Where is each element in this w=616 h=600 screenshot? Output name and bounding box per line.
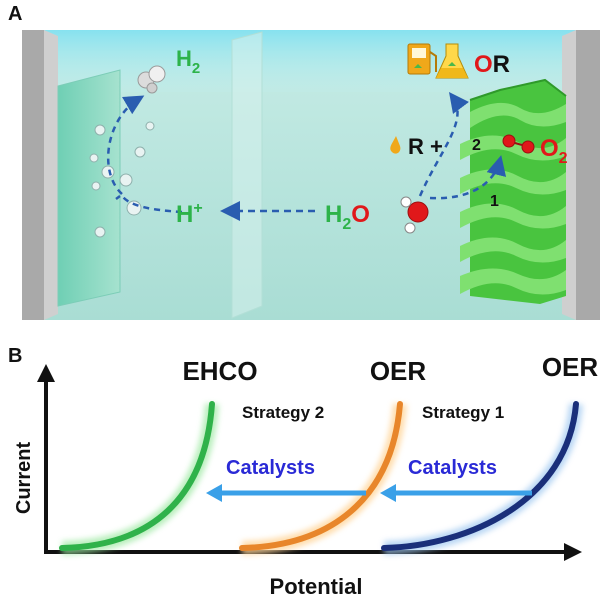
- fuel-pump-icon: [407, 43, 437, 75]
- cathode-plate: [57, 69, 121, 307]
- strategy-2-label: Strategy 2: [242, 403, 324, 422]
- y-axis-arrowhead: [37, 364, 55, 382]
- anode-foam: [460, 78, 567, 304]
- membrane: [231, 31, 263, 319]
- electrolyzer-tank: [30, 30, 586, 320]
- ehco-curve: [59, 401, 215, 551]
- strategy-1-arrowhead: [380, 484, 396, 502]
- h2-molecule: [137, 65, 166, 94]
- strategy-1-number: 1: [490, 193, 499, 210]
- oer-baseline-curve: [381, 401, 579, 551]
- catalysts-label-right: Catalysts: [408, 457, 497, 479]
- strategy-2-number: 2: [472, 137, 481, 154]
- ehco-curve-label: EHCO: [182, 356, 257, 386]
- y-axis-title: Current: [13, 442, 35, 515]
- panel-b-label: B: [8, 345, 22, 367]
- water-molecule: [400, 196, 429, 234]
- oer-catalyzed-curve: [239, 401, 403, 551]
- o2-molecule: [502, 134, 535, 154]
- oer-catalyzed-label: OER: [370, 356, 427, 386]
- tank-liquid-surface: [30, 30, 586, 92]
- oer-baseline-label: OER: [542, 352, 599, 382]
- panel-a-label: A: [8, 3, 22, 25]
- left-wall: [22, 30, 44, 320]
- right-wall: [576, 30, 600, 320]
- strategy-2-arrow: [418, 91, 469, 197]
- strategy-2-arrowhead: [206, 484, 222, 502]
- panel-a: A H2 H+ H2O R + O2 OR 2 1: [8, 3, 600, 320]
- reactant-label: R +: [408, 134, 443, 159]
- strategy-1-arrow: [429, 155, 507, 200]
- o2-label: O2: [540, 135, 568, 167]
- catalysts-label-left: Catalysts: [226, 457, 315, 479]
- proton-to-cathode-arrow: [121, 195, 183, 214]
- proton-label: H+: [176, 200, 203, 228]
- panel-b: B Current Potential EHCO OER OER Strateg…: [8, 345, 598, 599]
- x-axis-arrowhead: [564, 543, 582, 561]
- proton-arrow-link: [115, 195, 121, 200]
- x-axis-title: Potential: [270, 574, 363, 599]
- h2-label: H2: [176, 46, 200, 77]
- ehco-curve-glow: [61, 403, 219, 555]
- droplet-icon: [390, 136, 401, 154]
- oxidized-product-label: OR: [474, 51, 510, 78]
- strategy-1-label: Strategy 1: [422, 403, 504, 422]
- water-label: H2O: [325, 201, 370, 233]
- left-wall-inner: [44, 30, 58, 320]
- flask-icon: [435, 43, 469, 79]
